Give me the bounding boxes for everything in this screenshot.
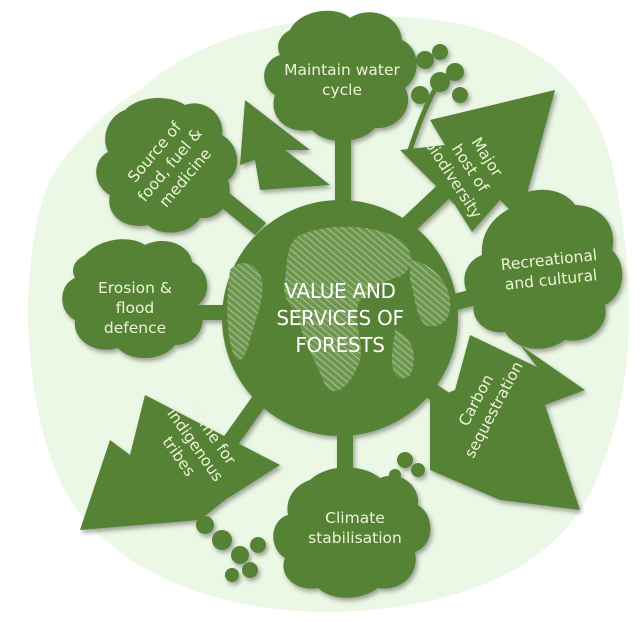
tree-food: [96, 98, 238, 233]
tree-erosion: [62, 239, 208, 359]
tree-biodiversity: [400, 90, 555, 232]
tree-water-cycle: [264, 10, 417, 142]
label-erosion-flood: Erosion & flood defence: [97, 279, 172, 337]
tree-tribes: [80, 395, 280, 530]
tree-climate: [273, 467, 431, 598]
globe-continents: [227, 226, 451, 391]
diagram-title: VALUE AND SERVICES OF FORESTS: [276, 279, 404, 357]
conifer-top-left: [240, 100, 330, 190]
tribes-shrub: [196, 516, 266, 582]
conifer-carbon-back: [520, 345, 585, 390]
label-climate-stabilisation: Climate stabilisation: [308, 509, 402, 547]
biodiversity-shrub: [407, 44, 468, 151]
climate-shrub: [389, 452, 425, 481]
label-maintain-water-cycle: Maintain water cycle: [284, 61, 400, 99]
tree-recreational: [464, 189, 623, 349]
